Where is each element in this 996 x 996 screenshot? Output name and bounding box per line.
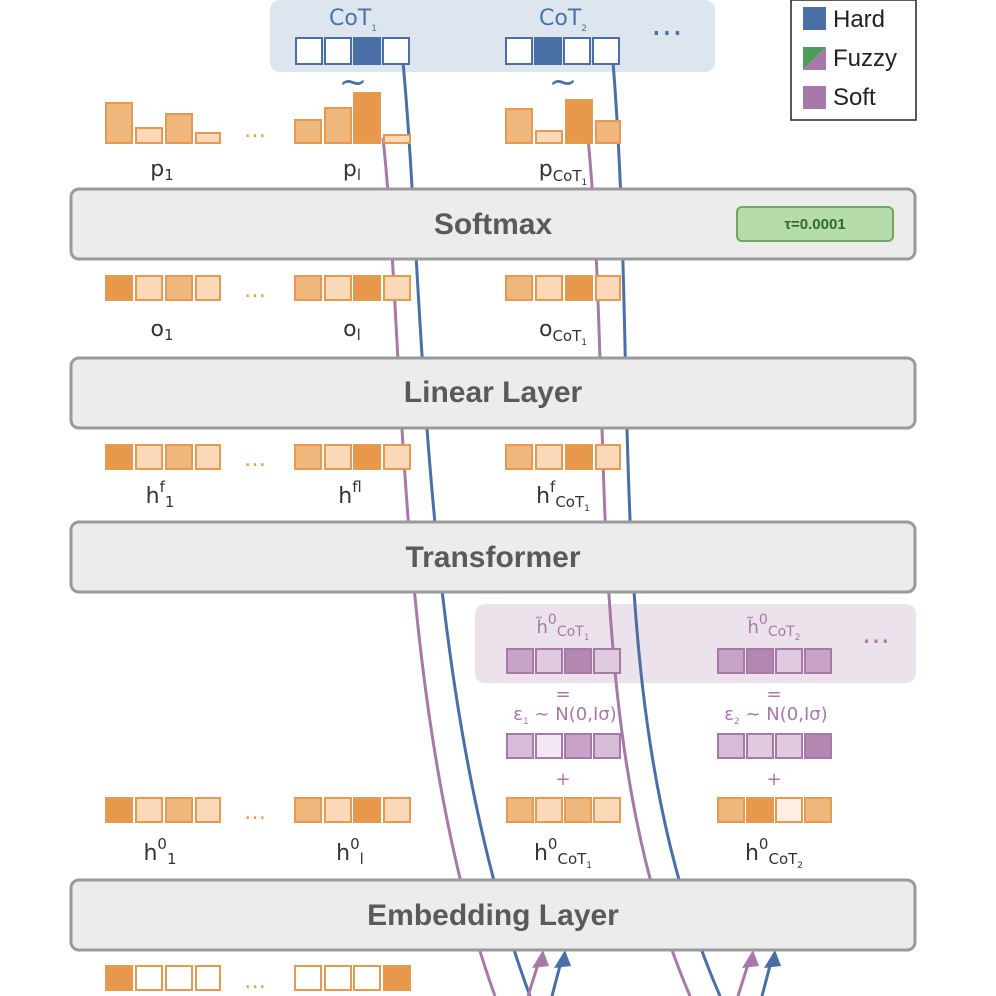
tilde-h0-cot1-tokens [506,648,621,674]
cot-more-dots: ⋯ [651,13,683,51]
plus-1: + [555,769,570,790]
o-row-l [294,275,411,301]
embedding-label: Embedding Layer [367,899,619,932]
eps1-label: ε1 ~ N(0,Iσ) [513,704,616,727]
prob-bars-p1 [105,102,221,144]
label-h0cot2: h0CoT2 [745,835,803,871]
legend-soft-label: Soft [833,84,876,111]
label-p1: p1 [150,157,174,184]
h0-ellipsis: … [244,800,266,825]
tilde-h0-cot2-tokens [717,648,832,674]
hf-row-1 [105,444,221,470]
legend-hard-swatch [803,7,826,30]
plus-2: + [766,769,781,790]
equals-1: = [555,684,570,705]
linear-layer [69,356,917,430]
eps2-label: ε2 ~ N(0,Iσ) [724,704,827,727]
cot1-tokens [295,37,410,65]
cot2-label: CoT2 [539,6,587,34]
label-h0cot1: h0CoT1 [534,835,592,871]
legend-soft-swatch [803,86,826,109]
eps2-tokens [717,733,832,759]
legend: Hard Fuzzy Soft [790,0,917,121]
o-row-cot [505,275,621,301]
label-pcot: pCoT1 [539,157,588,188]
cot2-tokens [505,37,620,65]
tilde-cot1: ~ [339,62,368,102]
legend-fuzzy-swatch-b [803,47,826,70]
cot1-label: CoT1 [329,6,377,34]
hard-arrowhead-1 [554,950,571,968]
label-tilde-h0-cot2: h̃0CoT2 [746,612,800,643]
hf-row-l [294,444,411,470]
prob-bars-pl [294,92,411,144]
transformer-label: Transformer [405,541,580,574]
h0-row-cot2 [717,797,832,823]
h0-row-cot1 [506,797,621,823]
o-row-1 [105,275,221,301]
legend-fuzzy-label: Fuzzy [833,45,897,72]
prob-bars-pcot [505,99,621,144]
hf-row-cot [505,444,621,470]
input-tokens-l [294,965,411,991]
hard-arrowhead-2 [764,950,781,968]
linear-label: Linear Layer [404,376,583,409]
input-ellipsis: … [244,969,266,994]
label-h0l: h0l [336,835,364,868]
label-hf1: hf1 [146,478,175,511]
label-h01: h01 [143,835,176,868]
h0-row-1 [105,797,221,823]
hard-line-cot1 [401,61,532,996]
embedding-layer [69,878,917,952]
h0-row-l [294,797,411,823]
tau-value: τ=0.0001 [784,216,845,233]
tilde-cot2: ~ [549,62,578,102]
label-o1: o1 [150,317,173,344]
legend-hard-label: Hard [833,6,885,33]
label-ocot: oCoT1 [539,317,587,348]
arrow-heads [532,950,781,968]
softmax-layer [69,187,917,261]
noise-more-dots: ⋯ [862,624,890,657]
hf-ellipsis: … [244,447,266,472]
input-tokens-1 [105,965,221,991]
soft-arrowhead-2 [742,950,759,968]
tau-badge [736,206,894,242]
eps1-tokens [506,733,621,759]
equals-2: = [766,684,781,705]
soft-arrowhead-1 [532,950,549,968]
prob-ellipsis: … [244,118,266,143]
label-pl: pl [343,157,361,184]
softmax-label: Softmax [434,208,553,241]
label-hfl: hfl [338,478,361,509]
label-ol: ol [343,317,361,344]
label-hfcot: hfCoT1 [536,478,590,514]
transformer-layer [69,520,917,594]
o-ellipsis: … [244,278,266,303]
label-tilde-h0-cot1: h̃0CoT1 [535,612,589,643]
